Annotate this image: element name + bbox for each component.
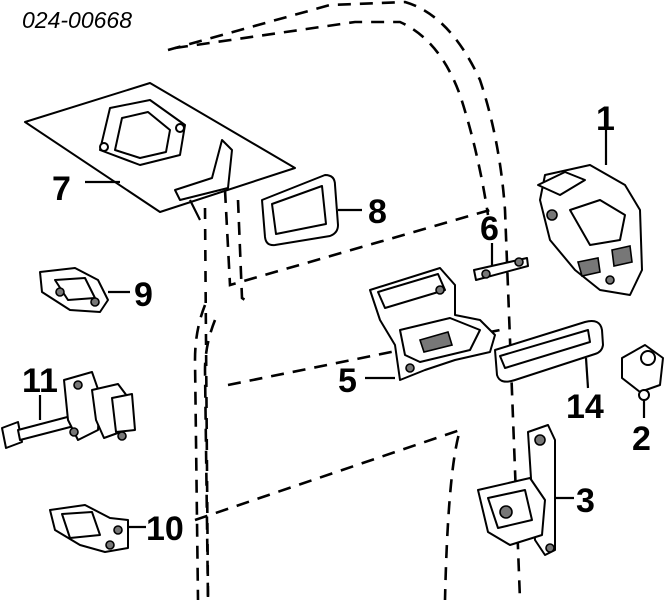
callout-10: 10 — [146, 510, 184, 548]
callout-8: 8 — [368, 193, 387, 231]
part-7-sheet-bracket — [24, 82, 296, 221]
part-14-outside-handle — [494, 320, 604, 389]
callout-1: 1 — [596, 100, 615, 138]
callout-11: 11 — [22, 362, 58, 400]
callout-2: 2 — [632, 420, 651, 458]
callout-14: 14 — [566, 388, 604, 426]
part-11-door-check — [1, 371, 136, 449]
part-9-upper-hinge — [39, 267, 130, 313]
diagram-code: 024-00668 — [22, 7, 132, 33]
callout-9: 9 — [134, 276, 153, 314]
part-3-door-latch — [477, 424, 574, 556]
part-2-door-striker — [621, 344, 664, 418]
part-10-lower-hinge — [49, 504, 146, 553]
callout-3: 3 — [576, 482, 595, 520]
part-1-door-lock-actuator — [537, 130, 643, 296]
part-5-inside-handle-housing — [365, 267, 496, 381]
part-8-handle-bezel — [261, 174, 362, 247]
callout-7: 7 — [52, 170, 71, 208]
callout-6: 6 — [480, 210, 499, 248]
callout-5: 5 — [338, 362, 357, 400]
door-outline — [167, 0, 522, 600]
part-6-link-rod — [473, 243, 529, 281]
